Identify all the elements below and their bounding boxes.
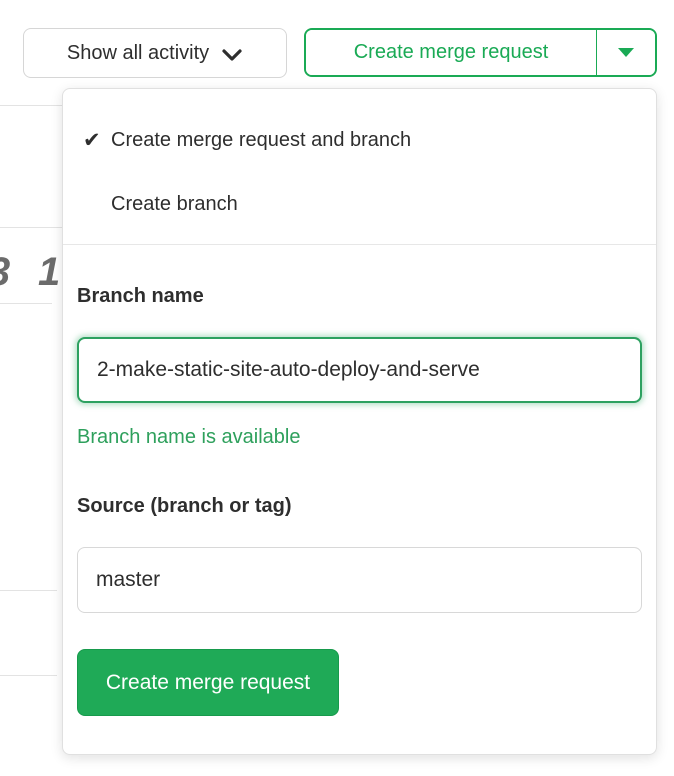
background-divider [0,590,57,591]
menu-item-create-merge-request-and-branch[interactable]: ✔ Create merge request and branch [63,108,656,172]
show-all-activity-label: Show all activity [66,41,210,64]
check-icon: ✔ [83,128,101,152]
background-divider [0,675,57,676]
background-divider [0,227,62,228]
create-merge-request-split-button: Create merge request [304,28,657,77]
create-merge-request-submit-button[interactable]: Create merge request [77,649,339,716]
background-divider [0,105,62,106]
branch-name-label: Branch name [77,285,204,307]
create-merge-request-label: Create merge request [353,41,549,63]
menu-item-label: Create merge request and branch [111,128,412,151]
background-partial-numeral: 1 [38,250,61,294]
show-all-activity-button[interactable]: Show all activity [23,28,287,78]
background-divider [0,303,52,304]
branch-name-input[interactable] [77,337,642,403]
caret-down-icon [618,48,634,57]
new-branch-form: Branch name Branch name is available Sou… [63,245,656,756]
source-input[interactable] [77,547,642,613]
menu-item-label: Create branch [111,192,238,215]
merge-request-dropdown-toggle[interactable] [597,30,655,75]
create-merge-request-button[interactable]: Create merge request [306,30,597,75]
chevron-down-icon [222,48,242,61]
menu-divider [63,244,656,245]
create-merge-request-dropdown-panel: ✔ Create merge request and branch Create… [62,88,657,755]
branch-name-availability-message: Branch name is available [77,426,301,448]
menu-item-create-branch[interactable]: Create branch [63,172,656,236]
merge-request-options-menu: ✔ Create merge request and branch Create… [63,89,656,236]
background-partial-numeral: 3 [0,252,10,292]
source-label: Source (branch or tag) [77,495,292,517]
